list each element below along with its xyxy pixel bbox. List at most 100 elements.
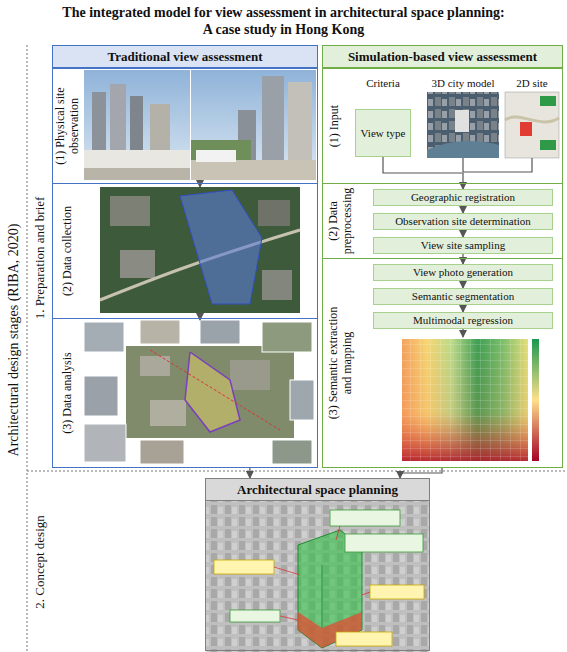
step-row: (2) Data collection [53,183,317,318]
panel-title: Simulation-based view assessment [348,49,537,65]
massing-illustration-part [206,501,429,652]
stage-divider-part [27,471,567,472]
massing-illustration [206,501,429,652]
site-photo-part [191,70,316,180]
analysis-collage [84,320,314,464]
input-connector-part [462,158,463,172]
city-model-image [427,92,499,158]
analysis-collage-part [262,322,312,352]
heatmap-part [402,339,528,461]
panel-header: Traditional view assessment [53,46,317,68]
analysis-collage-part [290,380,314,420]
analysis-collage-part [150,350,280,430]
satellite-image-part [180,190,262,304]
input-label: 3D city model [432,77,495,89]
criteria-box: View type [355,109,411,157]
flow-connector [400,468,442,478]
step-label: (2) Data collection [61,188,75,315]
site-plan-image-part [540,96,556,106]
satellite-image-part [120,250,155,278]
massing-illustration-part-part [274,567,300,575]
analysis-collage-part [230,360,270,390]
city-model-image-part [455,110,469,132]
input-connector-part [463,158,532,172]
stage-label: 1. Preparation and brief [33,197,48,320]
analysis-collage-part [84,376,118,416]
step-label: (3) Semantic extraction and mapping [327,299,355,427]
flow-arrow [199,180,200,320]
massing-illustration-part-part [336,526,340,540]
step-row: (3) Semantic extraction and mapping View … [323,258,562,467]
heatmap-part [402,339,528,461]
heatmap-part [462,328,463,337]
satellite-image-part [100,187,300,313]
flow-connector [383,157,463,189]
massing-illustration-part [345,534,423,552]
box-text: Multimodal regression [413,314,513,326]
stage-divider-part [27,45,28,652]
analysis-collage-part [272,440,312,464]
box-text: Geographic registration [411,191,515,203]
process-box: Semantic segmentation [373,288,553,305]
stage-divider [27,45,567,652]
flow-connector [249,468,250,478]
process-box: View site sampling [373,237,553,254]
flow-connector [462,206,463,213]
site-plan-image-part [540,140,556,150]
analysis-collage-part [185,352,240,432]
analysis-collage-part [150,400,186,426]
planning-panel: Architectural space planning [205,478,430,651]
process-box: Geographic registration [373,189,553,206]
site-plan-image [505,92,559,158]
massing-illustration-part [206,501,429,652]
method-panel: Traditional view assessment(1) Physical … [52,45,318,468]
step-label: (3) Data analysis [61,323,75,464]
step-row: (3) Data analysis [53,318,317,467]
box-text: Observation site determination [395,215,531,227]
stage-label: Architectural design stages (RIBA, 2020) [6,224,22,457]
panel-title: Traditional view assessment [107,49,262,65]
step-row: (2) Data preprocessingGeographic registr… [323,183,562,258]
input-label: Criteria [366,77,400,89]
site-plan-image-part [505,117,559,122]
analysis-collage-part [140,440,184,464]
satellite-image [100,187,300,313]
panel-header: Architectural space planning [206,479,429,501]
site-photo-part [84,168,190,180]
analysis-collage-part [126,346,294,438]
box-text: View photo generation [413,266,513,278]
analysis-collage-part [84,424,126,462]
process-box: View photo generation [373,264,553,281]
satellite-image-part [110,196,150,226]
panel-title: Architectural space planning [237,482,398,498]
massing-illustration-part [214,560,274,574]
city-model-image-part [427,141,499,158]
panel-header: Simulation-based view assessment [323,46,562,68]
flow-connector [462,281,463,288]
analysis-collage-part [200,320,240,344]
massing-illustration-part-part [280,616,298,620]
input-connector [463,158,532,172]
site-plan-image-part [520,122,532,136]
site-photo-part [288,82,312,166]
step-row: (1) InputCriteria3D city model2D siteVie… [323,68,562,183]
process-box: Multimodal regression [373,312,553,329]
analysis-collage-part [84,322,124,352]
massing-illustration-part [336,632,392,646]
method-panel: Simulation-based view assessment(1) Inpu… [322,45,563,468]
massing-illustration-part [330,510,400,526]
diagram-title: The integrated model for view assessment… [58,4,509,38]
site-photo-part [84,70,190,180]
satellite-image-part [262,270,292,300]
massing-illustration-part [230,610,280,622]
massing-illustration-part [322,565,323,628]
satellite-image-part [258,200,290,226]
site-photo-part [84,150,190,180]
site-photo-part [191,160,316,180]
heatmap [402,328,539,461]
massing-illustration-part [370,585,424,599]
stage-label: 2. Concept design [33,515,48,609]
analysis-collage-part [140,320,180,344]
massing-illustration-part-part [362,592,370,595]
